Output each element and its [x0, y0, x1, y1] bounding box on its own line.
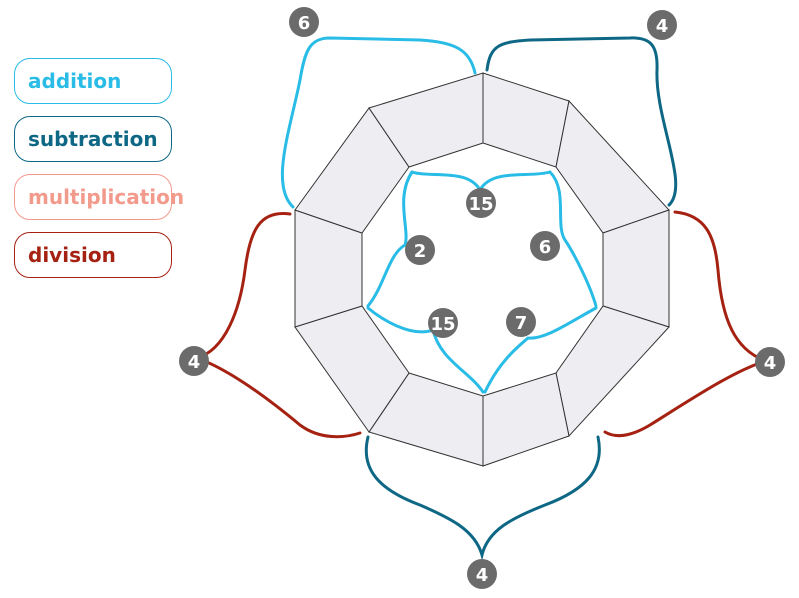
- svg-text:7: 7: [515, 313, 528, 334]
- inner-clue-left: 2: [405, 235, 435, 265]
- outer-clue-bottom: 4: [467, 559, 497, 589]
- svg-text:15: 15: [430, 314, 455, 335]
- outer-cell-4[interactable]: [555, 305, 670, 438]
- outer-cell-1[interactable]: [482, 72, 570, 168]
- outer-clue-left: 4: [179, 346, 209, 376]
- badges: 6 4 4 4 4 15 6 7: [179, 7, 785, 589]
- svg-text:6: 6: [298, 13, 311, 34]
- svg-text:2: 2: [414, 241, 427, 262]
- connector-inner-bottom-right: [483, 306, 598, 394]
- inner-clue-bottom-right: 7: [506, 307, 536, 337]
- legend-addition: addition: [14, 58, 172, 104]
- outer-ring: [294, 72, 670, 467]
- svg-text:15: 15: [468, 194, 493, 215]
- legend-division: division: [14, 232, 172, 278]
- inner-clue-bottom-left: 15: [428, 308, 458, 338]
- inner-clue-top: 15: [466, 188, 496, 218]
- legend: addition subtraction multiplication divi…: [14, 58, 184, 290]
- connector-top-left: [280, 36, 477, 209]
- outer-cell-5[interactable]: [482, 372, 570, 467]
- connector-inner-right: [548, 170, 598, 308]
- svg-text:4: 4: [656, 16, 669, 37]
- connector-inner-top: [410, 170, 552, 194]
- svg-text:6: 6: [539, 237, 552, 258]
- outer-cell-2[interactable]: [555, 99, 670, 234]
- connector-inner-left: [366, 170, 414, 308]
- inner-clue-right: 6: [530, 231, 560, 261]
- outer-clue-right: 4: [755, 347, 785, 377]
- svg-text:4: 4: [188, 352, 201, 373]
- legend-multiplication: multiplication: [14, 174, 184, 220]
- outer-clue-top-left: 6: [289, 7, 319, 37]
- connector-top-right: [485, 36, 678, 207]
- legend-subtraction: subtraction: [14, 116, 172, 162]
- outer-cell-10[interactable]: [368, 72, 484, 168]
- outer-clue-top-right: 4: [647, 10, 677, 40]
- svg-text:4: 4: [764, 353, 777, 374]
- svg-text:4: 4: [476, 565, 489, 586]
- connector-bottom: [364, 435, 601, 561]
